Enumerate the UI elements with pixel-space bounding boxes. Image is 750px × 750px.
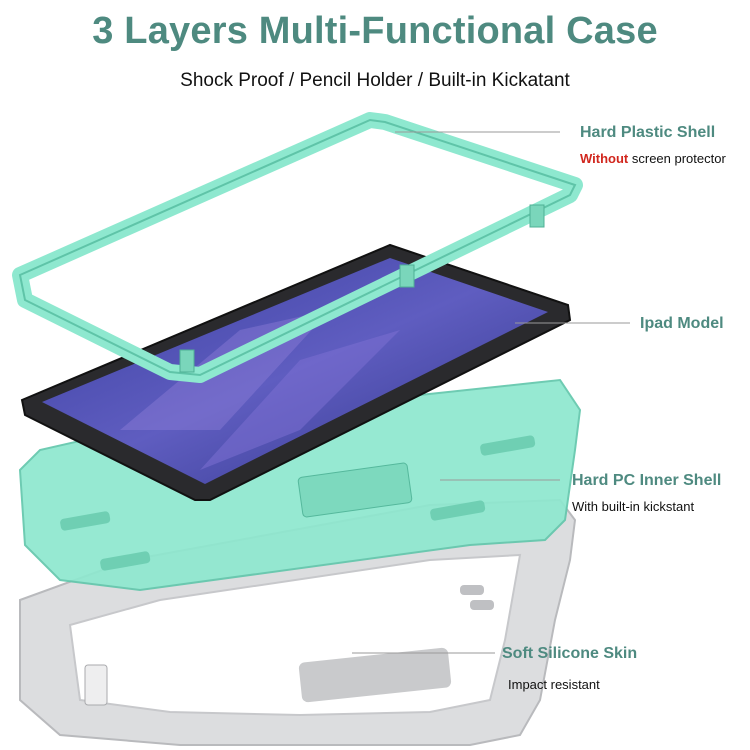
shell-note-rest: screen protector (628, 151, 726, 166)
skin-note: Impact resistant (508, 677, 600, 692)
outer-shell (12, 112, 583, 383)
skin-label: Soft Silicone Skin (502, 645, 638, 662)
inner-shell-note: With built-in kickstant (572, 499, 695, 514)
shell-note: Without screen protector (580, 151, 726, 166)
page-title: 3 Layers Multi-Functional Case (92, 10, 658, 52)
model-label: Ipad Model (640, 315, 724, 332)
shell-note-emphasis: Without (580, 151, 629, 166)
tablet-device (20, 243, 572, 501)
shell-label: Hard Plastic Shell (580, 124, 716, 141)
inner-shell-label: Hard PC Inner Shell (572, 472, 722, 489)
page-subtitle: Shock Proof / Pencil Holder / Built-in K… (180, 70, 570, 91)
